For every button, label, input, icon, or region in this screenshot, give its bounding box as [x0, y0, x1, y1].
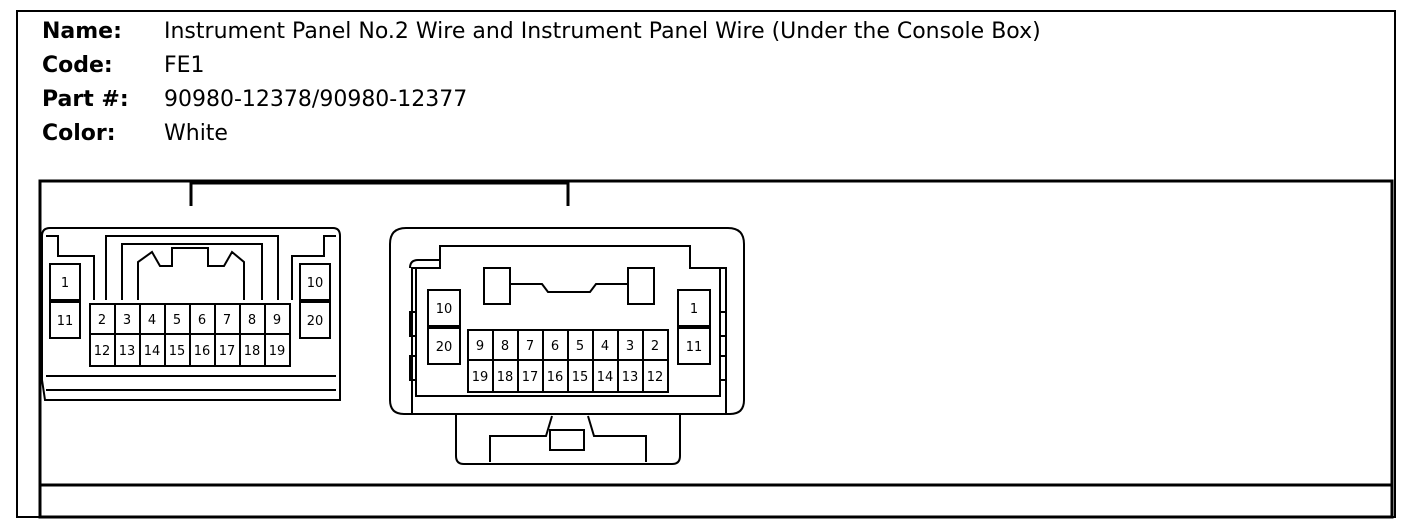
left-pin-label: 5 [173, 313, 181, 328]
right-pin-label: 11 [686, 340, 703, 355]
left-pin-label: 6 [198, 313, 206, 328]
right-pin-label: 14 [597, 370, 614, 385]
left-pin-label: 2 [98, 313, 106, 328]
color-value: White [164, 121, 228, 146]
left-pin-label: 11 [57, 314, 74, 329]
right-pin-label: 18 [497, 370, 514, 385]
right-pin-label: 2 [651, 339, 659, 354]
left-pin-label: 18 [244, 344, 261, 359]
left-pin-label: 4 [148, 313, 156, 328]
left-pin-label: 15 [169, 344, 186, 359]
left-pin-label: 9 [273, 313, 281, 328]
right-pin-label: 5 [576, 339, 584, 354]
left-pin-label: 19 [269, 344, 286, 359]
left-connector-pins [49, 263, 331, 367]
right-pin-label: 7 [526, 339, 534, 354]
right-pin-label: 4 [601, 339, 609, 354]
right-pin-label: 9 [476, 339, 484, 354]
right-pin-label: 6 [551, 339, 559, 354]
right-pin-label: 3 [626, 339, 634, 354]
left-pin-label: 17 [219, 344, 236, 359]
right-pin-label: 13 [622, 370, 639, 385]
right-pin-label: 19 [472, 370, 489, 385]
mating-bracket [189, 181, 570, 206]
right-pin-label: 10 [436, 302, 453, 317]
left-pin-label: 8 [248, 313, 256, 328]
left-pin-label: 14 [144, 344, 161, 359]
left-pin-label: 10 [307, 276, 324, 291]
right-pin-label: 15 [572, 370, 589, 385]
part-value: 90980-12378/90980-12377 [164, 87, 468, 112]
left-connector [41, 227, 341, 401]
name-value: Instrument Panel No.2 Wire and Instrumen… [164, 19, 1041, 44]
diagram-footer-box [38, 483, 1394, 519]
left-pin-label: 20 [307, 314, 324, 329]
right-pin-label: 16 [547, 370, 564, 385]
left-pin-label: 7 [223, 313, 231, 328]
right-pin-label: 17 [522, 370, 539, 385]
right-pin-label: 1 [690, 302, 698, 317]
right-pin-label: 8 [501, 339, 509, 354]
color-label: Color: [42, 121, 116, 146]
left-pin-label: 16 [194, 344, 211, 359]
right-connector-pins [427, 289, 711, 393]
left-pin-label: 3 [123, 313, 131, 328]
right-pin-label: 12 [647, 370, 664, 385]
left-pin-label: 13 [119, 344, 136, 359]
right-pin-label: 20 [436, 340, 453, 355]
left-pin-label: 12 [94, 344, 111, 359]
right-connector [389, 227, 745, 465]
left-pin-label: 1 [61, 276, 69, 291]
part-label: Part #: [42, 87, 129, 112]
code-value: FE1 [164, 53, 205, 78]
name-label: Name: [42, 19, 122, 44]
code-label: Code: [42, 53, 113, 78]
